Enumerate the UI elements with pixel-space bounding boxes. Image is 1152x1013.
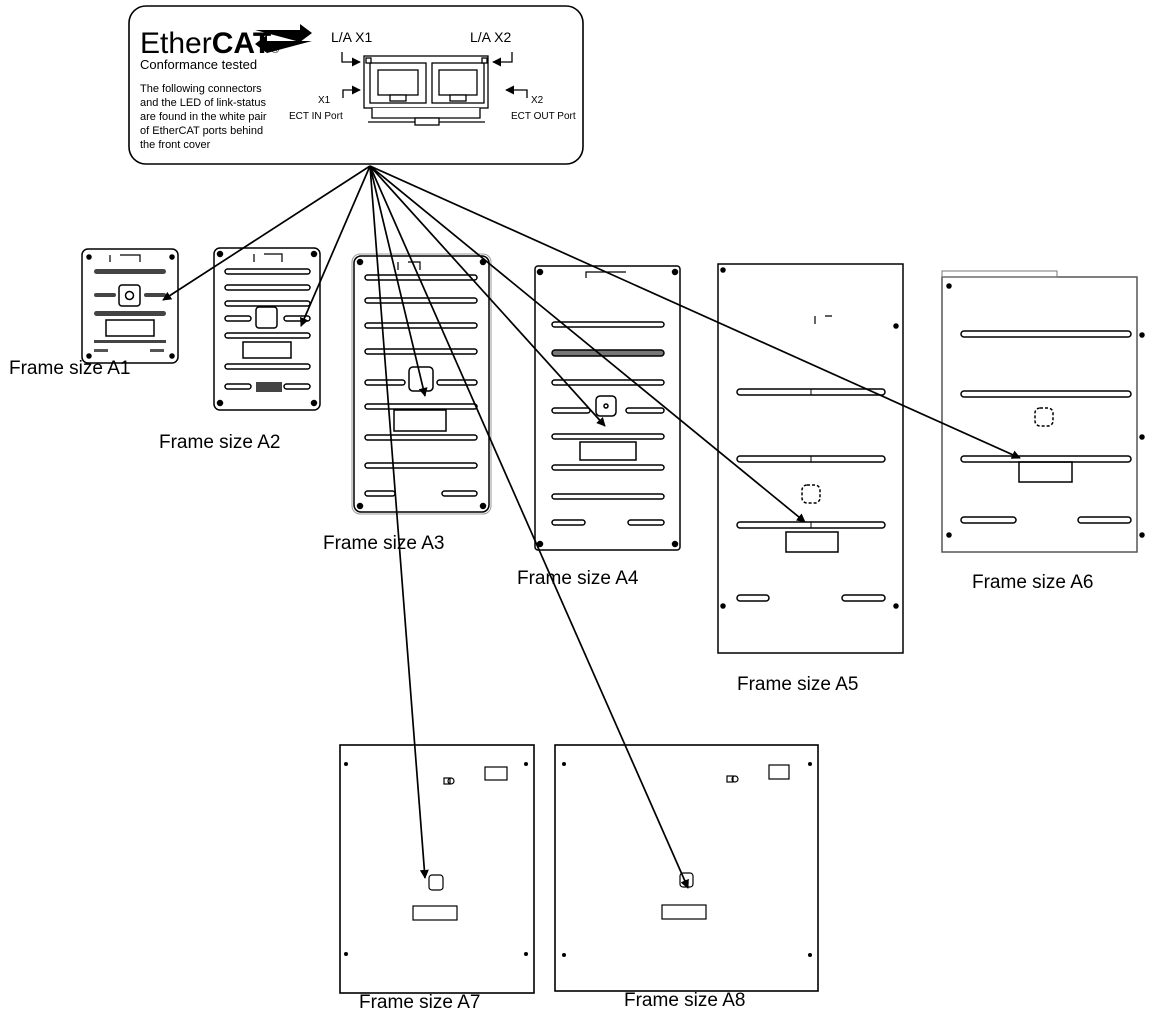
frame-a2-drawing bbox=[213, 247, 321, 411]
arrow-to-a8 bbox=[369, 165, 689, 889]
ethercat-desc-line-2: and the LED of link-status bbox=[140, 97, 266, 109]
frame-a8-label: Frame size A8 bbox=[624, 990, 745, 1011]
x2-label: X2 bbox=[531, 95, 544, 106]
port-leader-arrows bbox=[341, 52, 528, 98]
frame-a2-label: Frame size A2 bbox=[159, 432, 280, 453]
ethercat-info-card: EtherCAT® Conformance tested The followi… bbox=[128, 5, 584, 165]
arrow-to-a3 bbox=[369, 165, 428, 397]
ethercat-subtitle: Conformance tested bbox=[140, 57, 257, 72]
pointer-arrows bbox=[162, 165, 1021, 889]
la-x2-label: L/A X2 bbox=[470, 29, 511, 45]
frame-a6-label: Frame size A6 bbox=[972, 572, 1093, 593]
frame-a3-label: Frame size A3 bbox=[323, 533, 444, 554]
arrow-to-a4 bbox=[369, 165, 606, 427]
arrow-to-a2 bbox=[300, 165, 371, 327]
ethercat-logo-light: Ether bbox=[140, 27, 212, 60]
frame-a1-drawing bbox=[81, 248, 179, 364]
ethercat-desc-line-3: are found in the white pair bbox=[140, 111, 267, 123]
frame-a7-drawing bbox=[339, 744, 535, 994]
arrow-to-a6 bbox=[369, 165, 1021, 459]
ethercat-desc-line-1: The following connectors bbox=[140, 83, 262, 95]
frame-a3-drawing bbox=[351, 253, 492, 515]
ect-in-port-label: ECT IN Port bbox=[289, 111, 343, 122]
ethercat-desc-line-4: of EtherCAT ports behind bbox=[140, 125, 263, 137]
ethercat-card-border bbox=[128, 5, 584, 165]
frame-a4-drawing bbox=[534, 265, 681, 551]
ethercat-logo-arrows-icon bbox=[255, 24, 312, 53]
arrow-to-a7 bbox=[369, 165, 429, 879]
x1-label: X1 bbox=[318, 95, 331, 106]
ect-out-port-label: ECT OUT Port bbox=[511, 111, 576, 122]
frame-a4-label: Frame size A4 bbox=[517, 568, 639, 589]
arrow-to-a5 bbox=[369, 165, 806, 523]
frame-a1-label: Frame size A1 bbox=[9, 358, 130, 379]
frame-a5-label: Frame size A5 bbox=[737, 674, 858, 695]
la-x1-label: L/A X1 bbox=[331, 29, 372, 45]
frame-a7-label: Frame size A7 bbox=[359, 992, 480, 1013]
ethercat-desc-line-5: the front cover bbox=[140, 139, 211, 151]
frame-a5-drawing bbox=[717, 263, 904, 654]
frame-a6-drawing bbox=[941, 270, 1145, 553]
frame-a8-drawing bbox=[554, 744, 819, 992]
arrow-to-a1 bbox=[162, 165, 371, 301]
rj45-port-pair bbox=[363, 55, 489, 126]
